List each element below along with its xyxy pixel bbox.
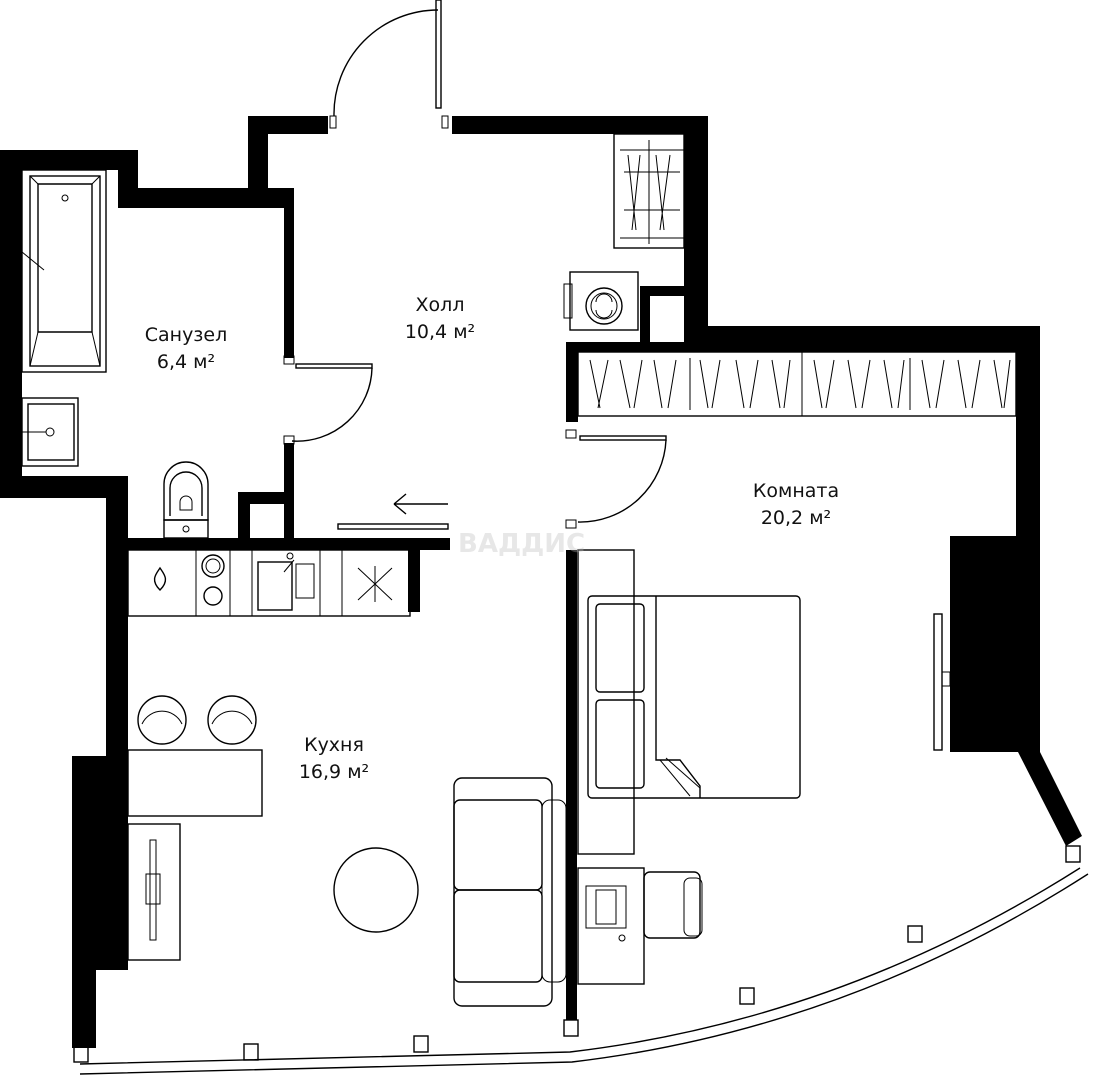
kitchen-area: 16,9 м² xyxy=(298,761,370,783)
room-area: 20,2 м² xyxy=(760,507,832,529)
bathroom-label: Санузел 6,4 м² xyxy=(96,322,276,376)
round-table xyxy=(333,847,419,933)
hall-area: 10,4 м² xyxy=(404,321,476,343)
hall-label: Холл 10,4 м² xyxy=(350,292,530,346)
room-wardrobe xyxy=(577,351,1017,417)
toilet xyxy=(163,461,209,539)
bathroom-name: Санузел xyxy=(144,324,228,346)
sofa xyxy=(453,777,567,1007)
hall-wardrobe xyxy=(613,133,685,249)
bathroom-door xyxy=(283,355,373,445)
facade-window xyxy=(73,845,1089,1075)
bathtub xyxy=(21,169,107,373)
washing-machine xyxy=(563,271,639,331)
bathroom-sink xyxy=(21,397,79,467)
room-label: Комната 20,2 м² xyxy=(706,478,886,532)
kitchen-label: Кухня 16,9 м² xyxy=(244,732,424,786)
room-name: Комната xyxy=(752,480,840,502)
desk xyxy=(577,867,703,985)
bathroom-area: 6,4 м² xyxy=(156,351,216,373)
bed xyxy=(577,549,801,855)
room-tv xyxy=(933,613,951,751)
kitchen-table xyxy=(127,695,263,961)
entry-door xyxy=(329,0,449,129)
watermark: ВАДДИС xyxy=(458,529,585,559)
room-door xyxy=(565,429,667,529)
kitchen-sliding-door xyxy=(337,493,449,530)
walls xyxy=(0,116,1082,1048)
hall-name: Холл xyxy=(415,294,465,316)
kitchen-name: Кухня xyxy=(304,734,364,756)
kitchen-counters xyxy=(127,549,411,617)
